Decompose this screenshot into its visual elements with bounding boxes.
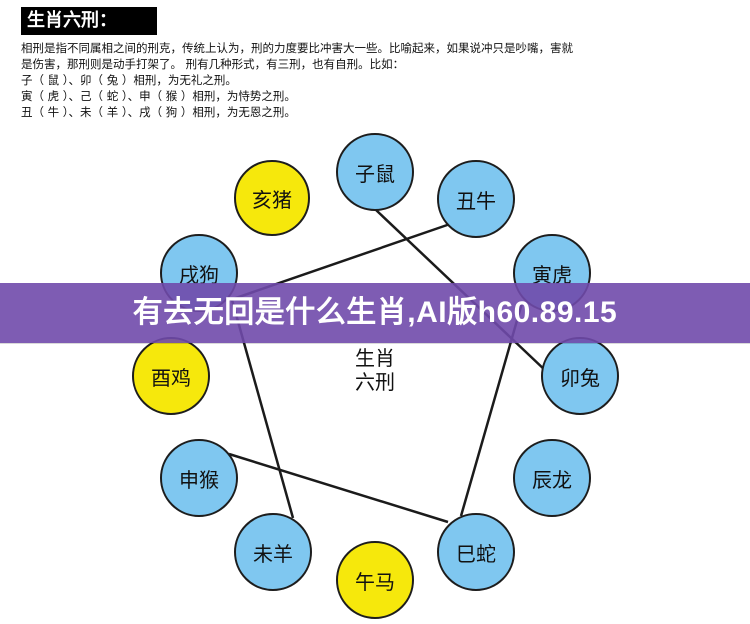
- intro-line: 相刑是指不同属相之间的刑克，传统上认为，刑的力度要比冲害大一些。比喻起来，如果说…: [21, 41, 573, 55]
- node-label: 卯兔: [560, 365, 600, 390]
- node-label: 酉鸡: [151, 365, 191, 390]
- node-label: 未羊: [253, 541, 293, 566]
- node-chen-long: 辰龙: [513, 439, 591, 517]
- node-wu-ma: 午马: [336, 541, 414, 619]
- node-label: 申猴: [179, 467, 219, 492]
- node-label: 午马: [355, 569, 395, 594]
- node-label: 巳蛇: [456, 541, 496, 566]
- intro-text: 相刑是指不同属相之间的刑克，传统上认为，刑的力度要比冲害大一些。比喻起来，如果说…: [21, 40, 726, 120]
- node-wei-yang: 未羊: [234, 513, 312, 591]
- node-label: 子鼠: [355, 161, 395, 186]
- intro-line: 丑（ 牛 ）、未（ 羊 ）、戌（ 狗 ）相刑，为无恩之刑。: [21, 105, 296, 119]
- overlay-banner: 有去无回是什么生肖,AI版h60.89.15: [0, 283, 750, 343]
- center-label-line: 生肖: [355, 346, 395, 370]
- relation-line-shen-si: [228, 452, 449, 524]
- node-chou-niu: 丑牛: [437, 160, 515, 238]
- node-you-ji: 酉鸡: [132, 337, 210, 415]
- node-label: 戌狗: [179, 262, 219, 287]
- page-title: 生肖六刑：: [21, 7, 157, 35]
- node-label: 寅虎: [532, 262, 572, 287]
- intro-line: 是伤害，那刑则是动手打架了。 刑有几种形式，有三刑，也有自刑。比如：: [21, 57, 405, 71]
- node-hai-zhu: 亥猪: [234, 160, 310, 236]
- node-label: 辰龙: [532, 467, 572, 492]
- node-si-she: 巳蛇: [437, 513, 515, 591]
- intro-line: 子（ 鼠 ）、卯（ 兔 ）相刑，为无礼之刑。: [21, 73, 237, 87]
- node-shen-hou: 申猴: [160, 439, 238, 517]
- intro-line: 寅（ 虎 ）、己（ 蛇 ）、申（ 猴 ）相刑，为恃势之刑。: [21, 89, 296, 103]
- node-mao-tu: 卯兔: [541, 337, 619, 415]
- node-label: 亥猪: [252, 187, 292, 212]
- node-label: 丑牛: [456, 188, 496, 213]
- center-label-line: 六刑: [355, 370, 395, 394]
- diagram-center-label: 生肖 六刑: [343, 346, 407, 394]
- node-zi-shu: 子鼠: [336, 133, 414, 211]
